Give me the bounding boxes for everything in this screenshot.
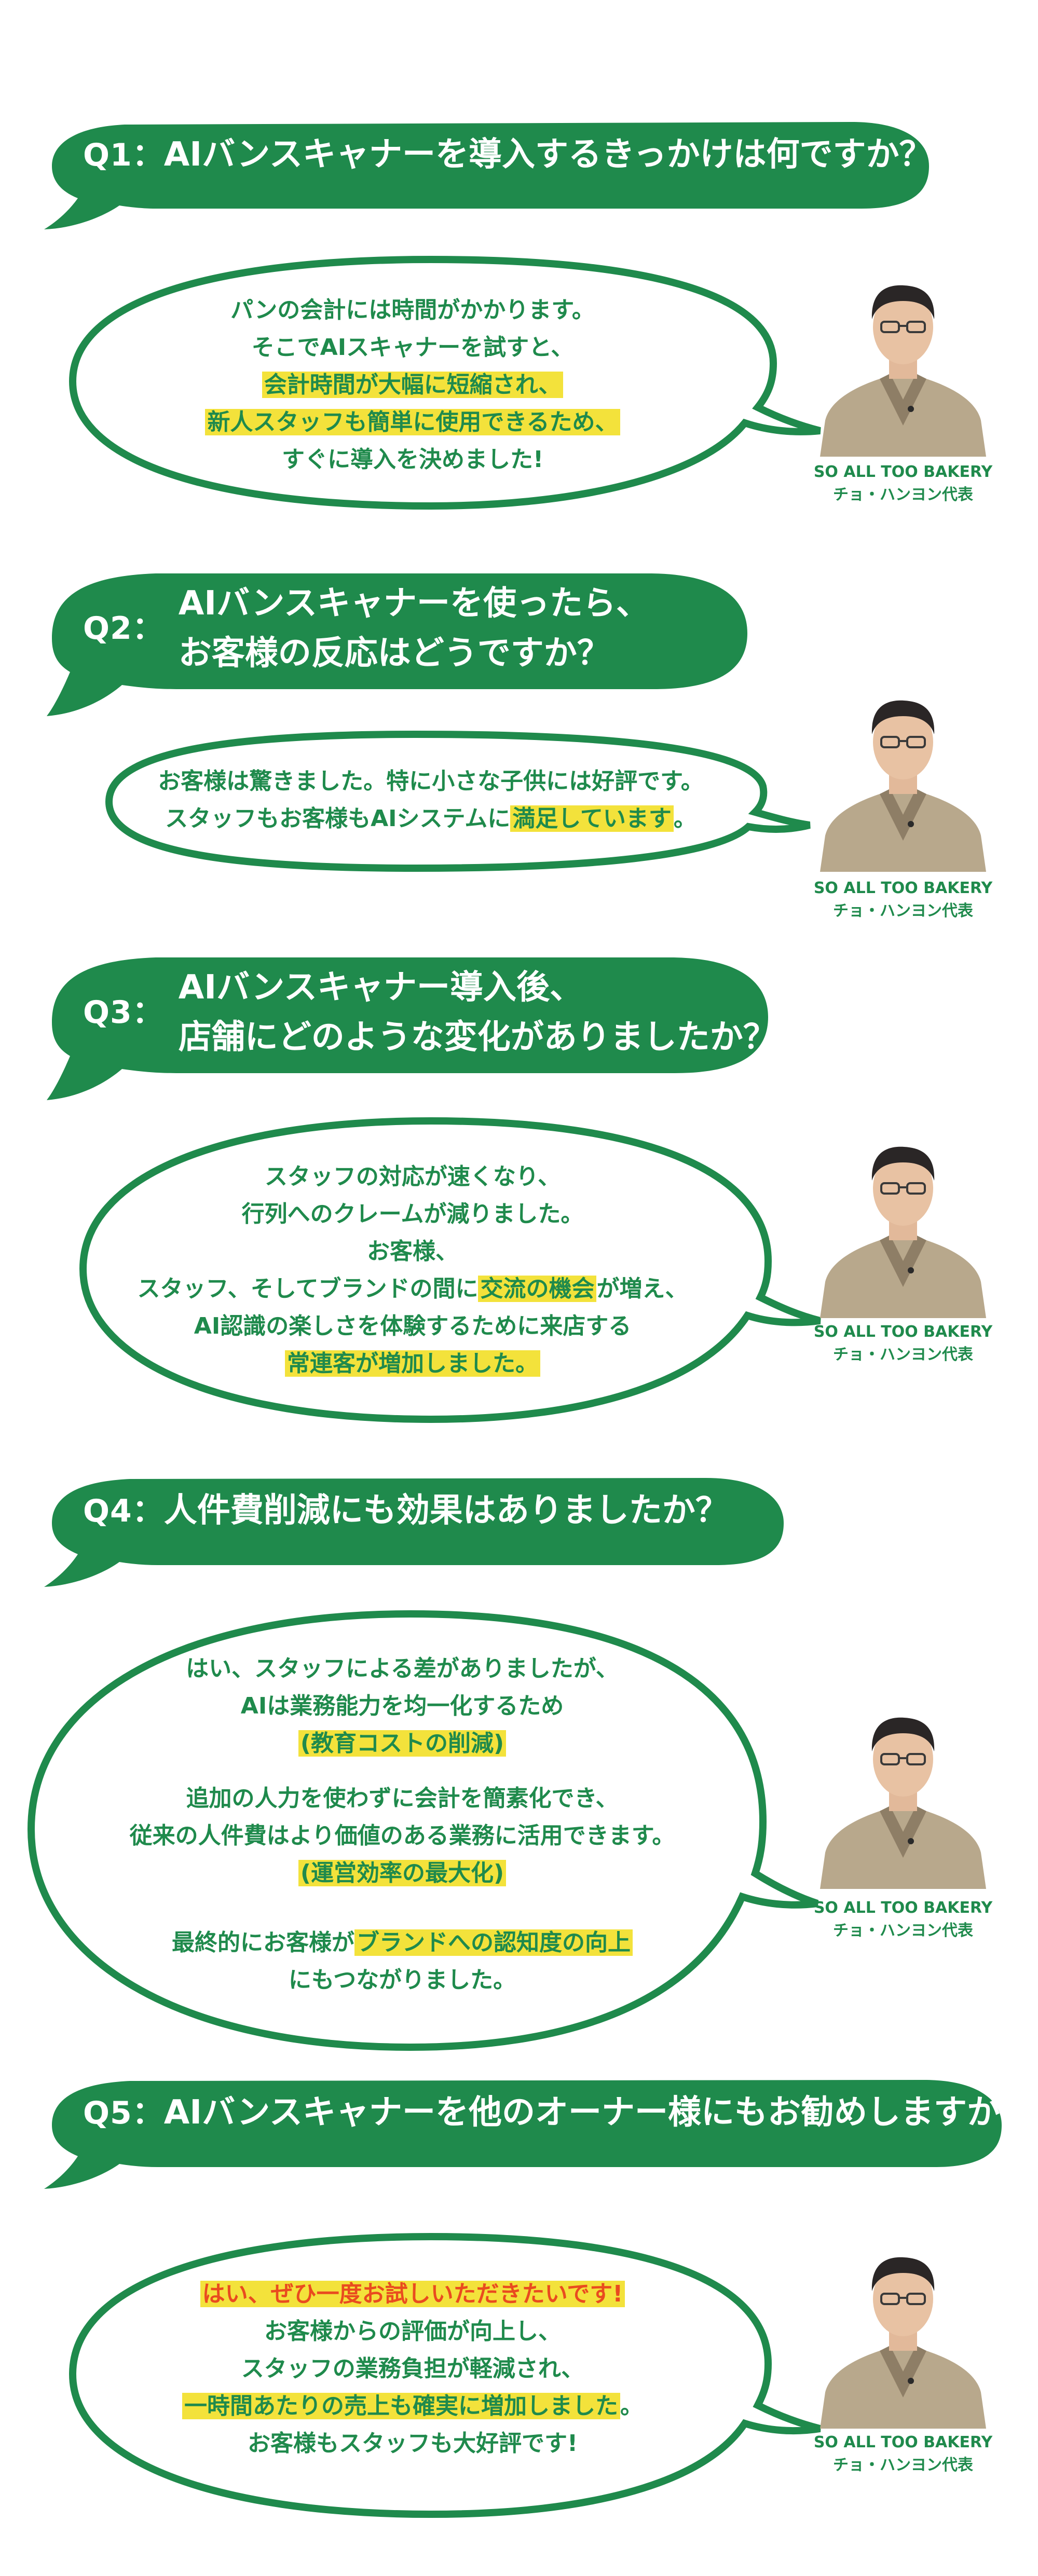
owner-title: チョ・ハンヨン代表	[833, 1922, 973, 1940]
owner-caption: SO ALL TOO BAKERY チョ・ハンヨン代表	[804, 2431, 1002, 2477]
owner-title: チョ・ハンヨン代表	[833, 486, 973, 504]
question-2-line-1: AIバンスキャナーを使ったら、	[178, 584, 650, 623]
answer-4-highlight-3: ブランドへの認知度の向上	[354, 1929, 633, 1956]
question-1-text: AIバンスキャナーを導入するきっかけは何ですか？	[163, 135, 933, 174]
owner-title: チョ・ハンヨン代表	[833, 2456, 973, 2474]
answer-3-line-5: AI認識の楽しさを体験するために来店する	[194, 1313, 632, 1339]
question-5-text: AIバンスキャナーを他のオーナー様にもお勧めしますか？	[163, 2093, 1034, 2132]
answer-2-period: 。	[673, 805, 696, 832]
answer-5-highlight-1: はい、ぜひ一度お試しいただきたいです!	[200, 2281, 625, 2307]
company-name: SO ALL TOO BAKERY	[813, 2433, 993, 2451]
answer-4-line-6: にもつながりました。	[288, 1967, 516, 1993]
question-4-label: Q4：	[83, 1493, 164, 1529]
answer-4-line-5: 最終的にお客様が	[172, 1929, 354, 1956]
question-2: Q2： AIバンスキャナーを使ったら、 お客様の反応はどうですか？	[83, 579, 649, 678]
answer-1: パンの会計には時間がかかります。 そこでAIスキャナーを試すと、 会計時間が大幅…	[101, 292, 724, 478]
answer-3-highlight-1: 交流の機会	[478, 1276, 597, 1302]
question-3: Q3： AIバンスキャナー導入後、 店舗にどのような変化がありましたか？	[83, 963, 776, 1062]
answer-2-highlight: 満足しています	[510, 805, 674, 832]
question-bubble-4	[44, 1478, 784, 1587]
owner-photo	[815, 1131, 991, 1320]
question-4: Q4：人件費削減にも効果はありましたか？	[83, 1486, 729, 1536]
owner-photo	[815, 2242, 991, 2431]
company-name: SO ALL TOO BAKERY	[813, 1323, 993, 1341]
answer-4-highlight-1: (教育コストの削減)	[298, 1730, 507, 1757]
owner-photo	[815, 270, 991, 459]
answer-5: はい、ぜひ一度お試しいただきたいです! お客様からの評価が向上し、 スタッフの業…	[99, 2276, 727, 2462]
question-4-text: 人件費削減にも効果はありましたか？	[163, 1491, 729, 1530]
question-bubble-1	[44, 122, 929, 229]
owner-title: チョ・ハンヨン代表	[833, 1346, 973, 1364]
question-2-line-2: お客様の反応はどうですか？	[178, 634, 610, 673]
answer-4-line-4: 従来の人件費はより価値のある業務に活用できます。	[129, 1823, 675, 1849]
company-name: SO ALL TOO BAKERY	[813, 879, 993, 897]
owner-caption: SO ALL TOO BAKERY チョ・ハンヨン代表	[804, 1321, 1002, 1366]
answer-2: お客様は驚きました。特に小さな子供には好評です。 スタッフもお客様もAIシステム…	[109, 763, 753, 838]
answer-5-line-3: スタッフの業務負担が軽減され、	[241, 2355, 584, 2382]
question-5-label: Q5：	[83, 2095, 164, 2131]
answer-5-period: 。	[620, 2393, 643, 2419]
answer-1-highlight-1: 会計時間が大幅に短縮され、	[262, 372, 564, 398]
owner-photo	[815, 685, 991, 874]
owner-photo	[815, 1702, 991, 1891]
answer-3-line-4b: が増え、	[596, 1276, 688, 1302]
question-bubble-5	[44, 2080, 1002, 2189]
answer-2-line-1: お客様は驚きました。特に小さな子供には好評です。	[158, 768, 704, 794]
answer-4-line-3: 追加の人力を使わずに会計を簡素化でき、	[186, 1785, 619, 1812]
owner-title: チョ・ハンヨン代表	[833, 902, 973, 920]
answer-2-line-2: スタッフもお客様もAIシステムに	[165, 805, 511, 832]
owner-caption: SO ALL TOO BAKERY チョ・ハンヨン代表	[804, 461, 1002, 506]
question-3-line-1: AIバンスキャナー導入後、	[178, 968, 583, 1007]
answer-bubble-3	[79, 1117, 821, 1423]
answer-3: スタッフの対応が速くなり、 行列へのクレームが減りました。 お客様、 スタッフ、…	[93, 1158, 732, 1382]
question-bubble-3	[47, 957, 768, 1100]
answer-4-highlight-2: (運営効率の最大化)	[298, 1860, 507, 1886]
answer-3-line-2: 行列へのクレームが減りました。	[241, 1201, 584, 1227]
answer-5-line-2: お客様からの評価が向上し、	[264, 2318, 561, 2345]
answer-1-line-1: パンの会計には時間がかかります。	[230, 297, 595, 323]
answer-3-highlight-2: 常連客が増加しました。	[285, 1350, 540, 1377]
question-2-label: Q2：	[83, 610, 164, 647]
question-5: Q5：AIバンスキャナーを他のオーナー様にもお勧めしますか？	[83, 2088, 1033, 2138]
question-3-label: Q3：	[83, 994, 164, 1031]
question-3-line-2: 店舗にどのような変化がありましたか？	[178, 1018, 776, 1057]
question-1: Q1：AIバンスキャナーを導入するきっかけは何ですか？	[83, 130, 932, 180]
answer-3-line-1: スタッフの対応が速くなり、	[264, 1163, 561, 1190]
answer-5-highlight-2: 一時間あたりの売上も確実に増加しました	[182, 2393, 620, 2419]
answer-1-line-5: すぐに導入を決めました!	[281, 446, 544, 473]
answer-3-line-4: スタッフ、そしてブランドの間に	[137, 1276, 479, 1302]
answer-5-line-5: お客様もスタッフも大好評です!	[247, 2430, 578, 2457]
company-name: SO ALL TOO BAKERY	[813, 1899, 993, 1917]
answer-bubble-2	[105, 730, 811, 872]
question-1-label: Q1：	[83, 137, 164, 173]
answer-3-line-3: お客様、	[367, 1238, 458, 1265]
answer-4-line-1: はい、スタッフによる差がありましたが、	[186, 1655, 619, 1682]
question-bubble-2	[47, 573, 747, 716]
answer-1-line-2: そこでAIスキャナーを試すと、	[251, 334, 574, 361]
answer-4-line-2: AIは業務能力を均一化するため	[240, 1693, 564, 1719]
answer-1-highlight-2: 新人スタッフも簡単に使用できるため、	[205, 409, 620, 435]
company-name: SO ALL TOO BAKERY	[813, 463, 993, 481]
answer-4: はい、スタッフによる差がありましたが、 AIは業務能力を均一化するため (教育コ…	[47, 1650, 758, 1999]
owner-caption: SO ALL TOO BAKERY チョ・ハンヨン代表	[804, 1897, 1002, 1942]
owner-caption: SO ALL TOO BAKERY チョ・ハンヨン代表	[804, 877, 1002, 923]
